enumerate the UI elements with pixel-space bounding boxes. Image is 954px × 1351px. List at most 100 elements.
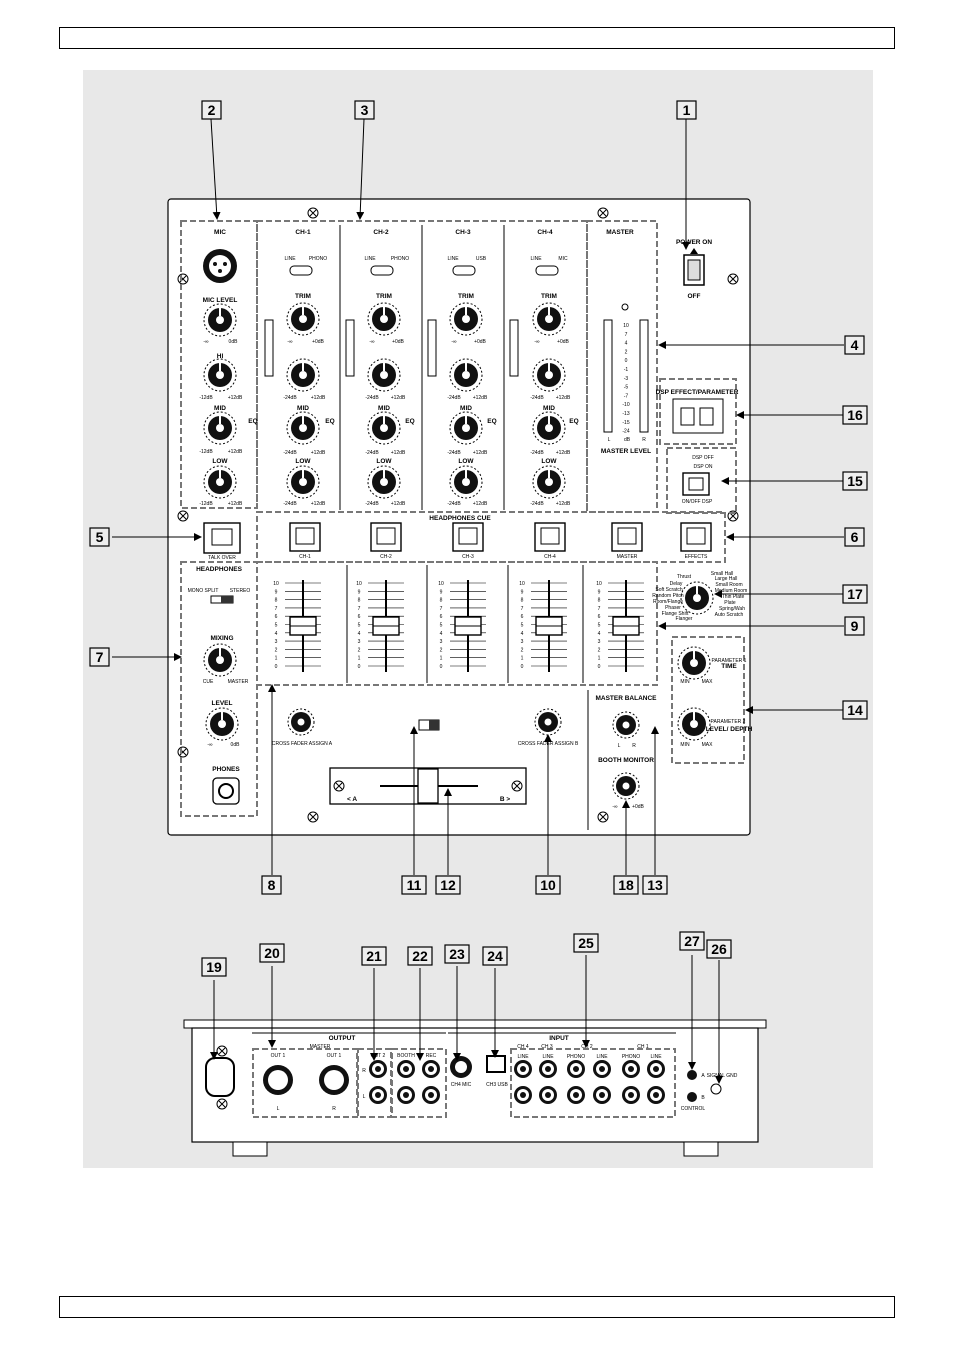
crossfader-assign-a-knob[interactable] xyxy=(287,708,315,736)
rec-left-jack[interactable] xyxy=(422,1086,440,1104)
callout-2: 2 xyxy=(201,100,222,120)
fader-scale-label: 2 xyxy=(521,647,524,653)
headphone-level-knob[interactable] xyxy=(205,707,239,741)
svg-text:EQ: EQ xyxy=(405,418,414,425)
parameter1-time-knob[interactable] xyxy=(677,646,711,680)
ch1-mid-knob[interactable] xyxy=(286,411,320,445)
booth-right-jack[interactable] xyxy=(397,1060,415,1078)
fader-scale-label: 8 xyxy=(440,598,443,604)
control-jack-a[interactable] xyxy=(687,1070,697,1080)
svg-text:CH-3: CH-3 xyxy=(462,554,474,560)
crossfader-knob[interactable] xyxy=(417,768,439,804)
cue-button-ch2[interactable] xyxy=(370,522,402,552)
input-rca-jack[interactable] xyxy=(539,1086,557,1104)
svg-text:LINE: LINE xyxy=(650,1054,662,1060)
svg-text:TIME: TIME xyxy=(721,663,737,670)
svg-text:+12dB: +12dB xyxy=(391,450,406,456)
booth-monitor-knob[interactable] xyxy=(612,772,640,800)
callout-8: 8 xyxy=(261,875,282,895)
fader-scale-label: 1 xyxy=(358,656,361,662)
fader-scale-label: 0 xyxy=(521,664,524,670)
svg-text:L: L xyxy=(277,1106,280,1112)
svg-text:REC: REC xyxy=(426,1053,437,1059)
ch4-trim-knob[interactable] xyxy=(532,302,566,336)
svg-text:-∞: -∞ xyxy=(534,339,540,345)
effect-name-label: Spring/Wah xyxy=(719,606,745,612)
ch3-low-knob[interactable] xyxy=(449,465,483,499)
svg-text:0dB: 0dB xyxy=(231,742,241,748)
ch4-mid-knob[interactable] xyxy=(532,411,566,445)
effect-select-knob[interactable] xyxy=(680,581,714,615)
input-rca-jack[interactable] xyxy=(622,1086,640,1104)
ch4-low-knob[interactable] xyxy=(532,465,566,499)
effect-name-label: Medium Room xyxy=(715,588,748,594)
cue-button-ch1[interactable] xyxy=(289,522,321,552)
ch3-hi-knob[interactable] xyxy=(449,358,483,392)
svg-text:MIN: MIN xyxy=(680,742,690,748)
ground-terminal[interactable] xyxy=(710,1083,722,1095)
ch2-source-switch[interactable] xyxy=(370,265,394,276)
mic-mid-knob[interactable] xyxy=(203,411,237,445)
callout-21: 21 xyxy=(361,946,387,966)
mic-low-knob[interactable] xyxy=(203,465,237,499)
parameter2-level-knob[interactable] xyxy=(677,707,711,741)
input-rca-jack[interactable] xyxy=(567,1060,585,1078)
input-rca-jack[interactable] xyxy=(593,1086,611,1104)
input-rca-jack[interactable] xyxy=(567,1086,585,1104)
input-rca-jack[interactable] xyxy=(514,1060,532,1078)
svg-text:HEADPHONES CUE: HEADPHONES CUE xyxy=(429,515,491,522)
ch1-trim-knob[interactable] xyxy=(286,302,320,336)
input-rca-jack[interactable] xyxy=(647,1086,665,1104)
svg-text:LINE: LINE xyxy=(517,1054,529,1060)
power-inlet[interactable] xyxy=(205,1057,235,1097)
headphone-mixing-knob[interactable] xyxy=(203,643,237,677)
svg-text:13: 13 xyxy=(647,877,663,893)
out2-right-jack[interactable] xyxy=(369,1060,387,1078)
effect-name-label: Soft Scratch xyxy=(655,587,682,593)
svg-text:L: L xyxy=(618,743,621,749)
control-jack-b[interactable] xyxy=(687,1092,697,1102)
ch3-trim-knob[interactable] xyxy=(449,302,483,336)
ch4-hi-knob[interactable] xyxy=(532,358,566,392)
effect-name-label: Flanger xyxy=(676,616,693,622)
cue-button-master[interactable] xyxy=(611,522,643,552)
out2-left-jack[interactable] xyxy=(369,1086,387,1104)
cue-button-ch4[interactable] xyxy=(534,522,566,552)
svg-text:10: 10 xyxy=(540,877,556,893)
mic-level-knob[interactable] xyxy=(203,303,237,337)
ch2-hi-knob[interactable] xyxy=(367,358,401,392)
svg-text:-∞: -∞ xyxy=(612,804,618,810)
svg-text:+12dB: +12dB xyxy=(228,395,243,401)
ch3-usb-port[interactable] xyxy=(486,1055,506,1073)
ch2-low-knob[interactable] xyxy=(367,465,401,499)
ch1-hi-knob[interactable] xyxy=(286,358,320,392)
ch3-source-switch[interactable] xyxy=(452,265,476,276)
ch3-mid-knob[interactable] xyxy=(449,411,483,445)
input-rca-jack[interactable] xyxy=(539,1060,557,1078)
svg-text:-24dB: -24dB xyxy=(283,450,297,456)
cue-button-effects[interactable] xyxy=(680,522,712,552)
fader-scale-label: 5 xyxy=(598,623,601,629)
input-rca-jack[interactable] xyxy=(593,1060,611,1078)
fader-scale-label: 2 xyxy=(598,647,601,653)
talk-over-button[interactable] xyxy=(203,522,241,554)
fader-scale-label: 3 xyxy=(358,639,361,645)
ch2-mid-knob[interactable] xyxy=(367,411,401,445)
ch1-source-switch[interactable] xyxy=(289,265,313,276)
mic-hi-knob[interactable] xyxy=(203,358,237,392)
svg-text:CH-1: CH-1 xyxy=(295,229,311,236)
input-rca-jack[interactable] xyxy=(647,1060,665,1078)
ch1-low-knob[interactable] xyxy=(286,465,320,499)
svg-text:EQ: EQ xyxy=(325,418,334,425)
rec-right-jack[interactable] xyxy=(422,1060,440,1078)
cue-button-ch3[interactable] xyxy=(452,522,484,552)
input-rca-jack[interactable] xyxy=(514,1086,532,1104)
ch2-trim-knob[interactable] xyxy=(367,302,401,336)
svg-text:LOW: LOW xyxy=(458,458,474,465)
booth-left-jack[interactable] xyxy=(397,1086,415,1104)
crossfader-assign-b-knob[interactable] xyxy=(534,708,562,736)
master-balance-knob[interactable] xyxy=(612,711,640,739)
ch4-source-switch[interactable] xyxy=(535,265,559,276)
input-rca-jack[interactable] xyxy=(622,1060,640,1078)
